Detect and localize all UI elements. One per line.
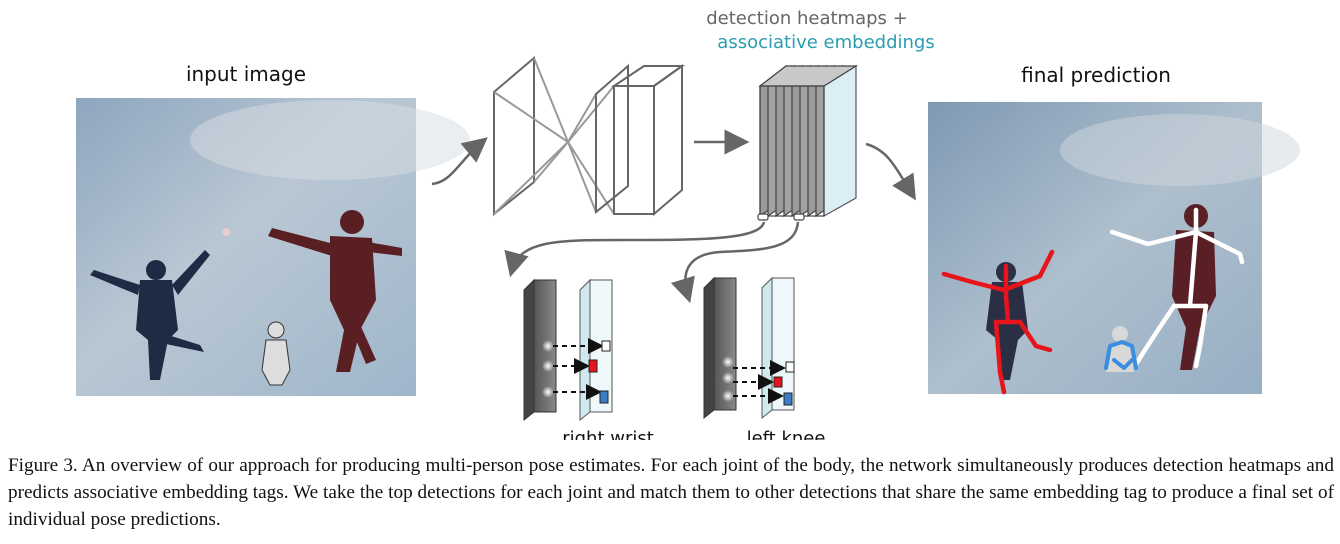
left-knee-label: left knee <box>747 428 826 440</box>
left-knee-maps: left knee <box>703 276 826 440</box>
figure-caption: Figure 3. An overview of our approach fo… <box>8 455 1334 530</box>
knee-tag-white <box>785 361 795 373</box>
output-map-stack <box>757 64 859 221</box>
embedding-label: associative embeddings <box>717 32 934 53</box>
input-image-label: input image <box>186 62 306 86</box>
overview-figure: input image final prediction detection h… <box>76 8 1300 440</box>
input-image <box>76 98 470 396</box>
knee-tag-blue <box>783 392 793 406</box>
knee-tag-red <box>773 376 783 388</box>
final-prediction-label: final prediction <box>1021 63 1171 87</box>
wrist-tag-white <box>601 340 611 352</box>
final-prediction-image <box>928 102 1300 395</box>
wrist-tag-blue <box>599 390 609 404</box>
output-arrow <box>865 142 916 201</box>
input-arrow <box>431 137 488 186</box>
hourglass-network <box>493 55 686 217</box>
pose-skeleton-blue <box>1104 340 1138 370</box>
wrist-branch-arrow <box>504 221 766 278</box>
wrist-tag-red <box>588 359 598 373</box>
pose-skeleton-white <box>1109 207 1245 369</box>
skydiver-red <box>268 210 402 372</box>
skydiver-white <box>261 321 291 386</box>
knee-branch-arrow <box>670 221 800 304</box>
right-wrist-maps: right wrist <box>523 278 654 440</box>
pose-skeleton-red <box>941 249 1055 395</box>
heatmap-label: detection heatmaps + <box>706 8 907 29</box>
skydiver-blue <box>90 250 210 380</box>
right-wrist-label: right wrist <box>562 428 654 440</box>
